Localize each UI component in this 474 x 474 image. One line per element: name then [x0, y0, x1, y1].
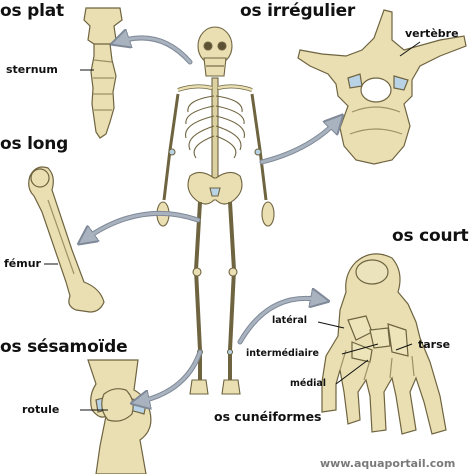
label-medial: médial: [290, 378, 327, 389]
label-femur: fémur: [4, 257, 41, 270]
title-irregular-bone: os irrégulier: [240, 1, 356, 21]
label-sternum: sternum: [6, 63, 58, 76]
title-flat-bone: os plat: [0, 1, 64, 21]
label-patella: rotule: [22, 403, 60, 416]
femur-illustration: [28, 166, 105, 313]
label-vertebra: vertèbre: [405, 27, 459, 40]
leader-lines: [44, 41, 421, 411]
knee-illustration: [87, 359, 152, 474]
connector-arrows: [84, 38, 338, 402]
leader-medial: [335, 359, 369, 385]
title-long-bone: os long: [0, 134, 69, 154]
watermark: www.aquaportail.com: [320, 457, 456, 470]
leader-lateral: [317, 321, 345, 329]
arrow-to-long: [84, 210, 201, 240]
title-sesamoid-bone: os sésamoïde: [0, 337, 128, 357]
label-intermediate: intermédiaire: [246, 348, 319, 359]
title-short-bone: os court: [392, 226, 469, 246]
leader-tarsus: [395, 343, 413, 351]
leader-vertebra: [399, 41, 421, 57]
label-tarsus: tarse: [418, 338, 451, 351]
label-lateral: latéral: [272, 315, 308, 326]
vertebra-illustration: [297, 9, 467, 165]
sternum-illustration: [83, 7, 123, 139]
label-cuneiforms: os cunéiformes: [214, 409, 322, 424]
arrow-to-irregular: [259, 120, 338, 165]
skeleton-illustration: [156, 26, 275, 395]
leader-intermediate: [341, 343, 379, 355]
foot-illustration: [321, 253, 447, 435]
